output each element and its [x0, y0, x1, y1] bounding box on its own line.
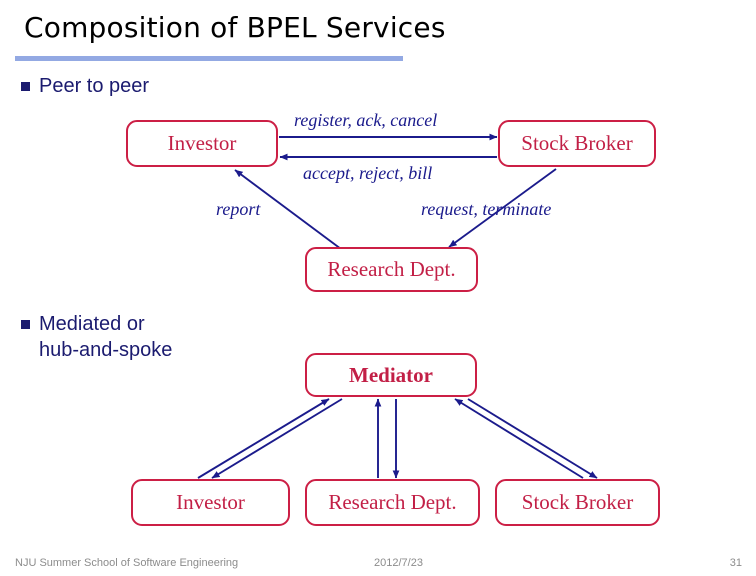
edge-broker-to-mediator: [454, 398, 584, 479]
node-label: Investor: [167, 131, 237, 155]
node-label: Stock Broker: [521, 131, 633, 155]
node-stock-broker-peer[interactable]: Stock Broker: [498, 120, 656, 167]
footer-slide-number: 31: [729, 557, 742, 569]
edge-label-report: report: [216, 199, 261, 219]
node-label: Investor: [176, 490, 245, 514]
title-underline-rule: [15, 56, 403, 61]
node-research-dept-peer[interactable]: Research Dept.: [305, 247, 478, 292]
slide-footer: NJU Summer School of Software Engineerin…: [0, 552, 756, 576]
bullet-marker-icon: [21, 82, 30, 91]
footer-date: 2012/7/23: [374, 557, 423, 569]
node-investor-mediated[interactable]: Investor: [131, 479, 290, 526]
bullet-mediated-hub-and-spoke: Mediated or hub-and-spoke: [21, 311, 172, 363]
edge-mediator-to-investor: [211, 398, 343, 479]
edge-mediator-to-broker: [467, 398, 598, 479]
node-stock-broker-mediated[interactable]: Stock Broker: [495, 479, 660, 526]
node-investor-peer[interactable]: Investor: [126, 120, 278, 167]
edge-label-request: request, terminate: [421, 199, 552, 219]
bullet-label: Mediated or hub-and-spoke: [39, 313, 173, 361]
edge-label-accept: accept, reject, bill: [303, 163, 433, 183]
node-label: Research Dept.: [327, 257, 456, 281]
edge-investor-to-mediator: [197, 398, 330, 479]
bullet-marker-icon: [21, 320, 30, 329]
node-research-dept-mediated[interactable]: Research Dept.: [305, 479, 480, 526]
bullet-peer-to-peer: Peer to peer: [21, 73, 149, 99]
node-label: Research Dept.: [328, 490, 457, 514]
node-label: Stock Broker: [521, 490, 634, 514]
edge-label-register: register, ack, cancel: [294, 110, 438, 130]
node-label: Mediator: [349, 362, 433, 387]
footer-organization: NJU Summer School of Software Engineerin…: [15, 557, 239, 569]
bullet-label: Peer to peer: [39, 75, 150, 97]
page-title: Composition of BPEL Services: [24, 11, 446, 44]
node-mediator[interactable]: Mediator: [305, 353, 477, 397]
